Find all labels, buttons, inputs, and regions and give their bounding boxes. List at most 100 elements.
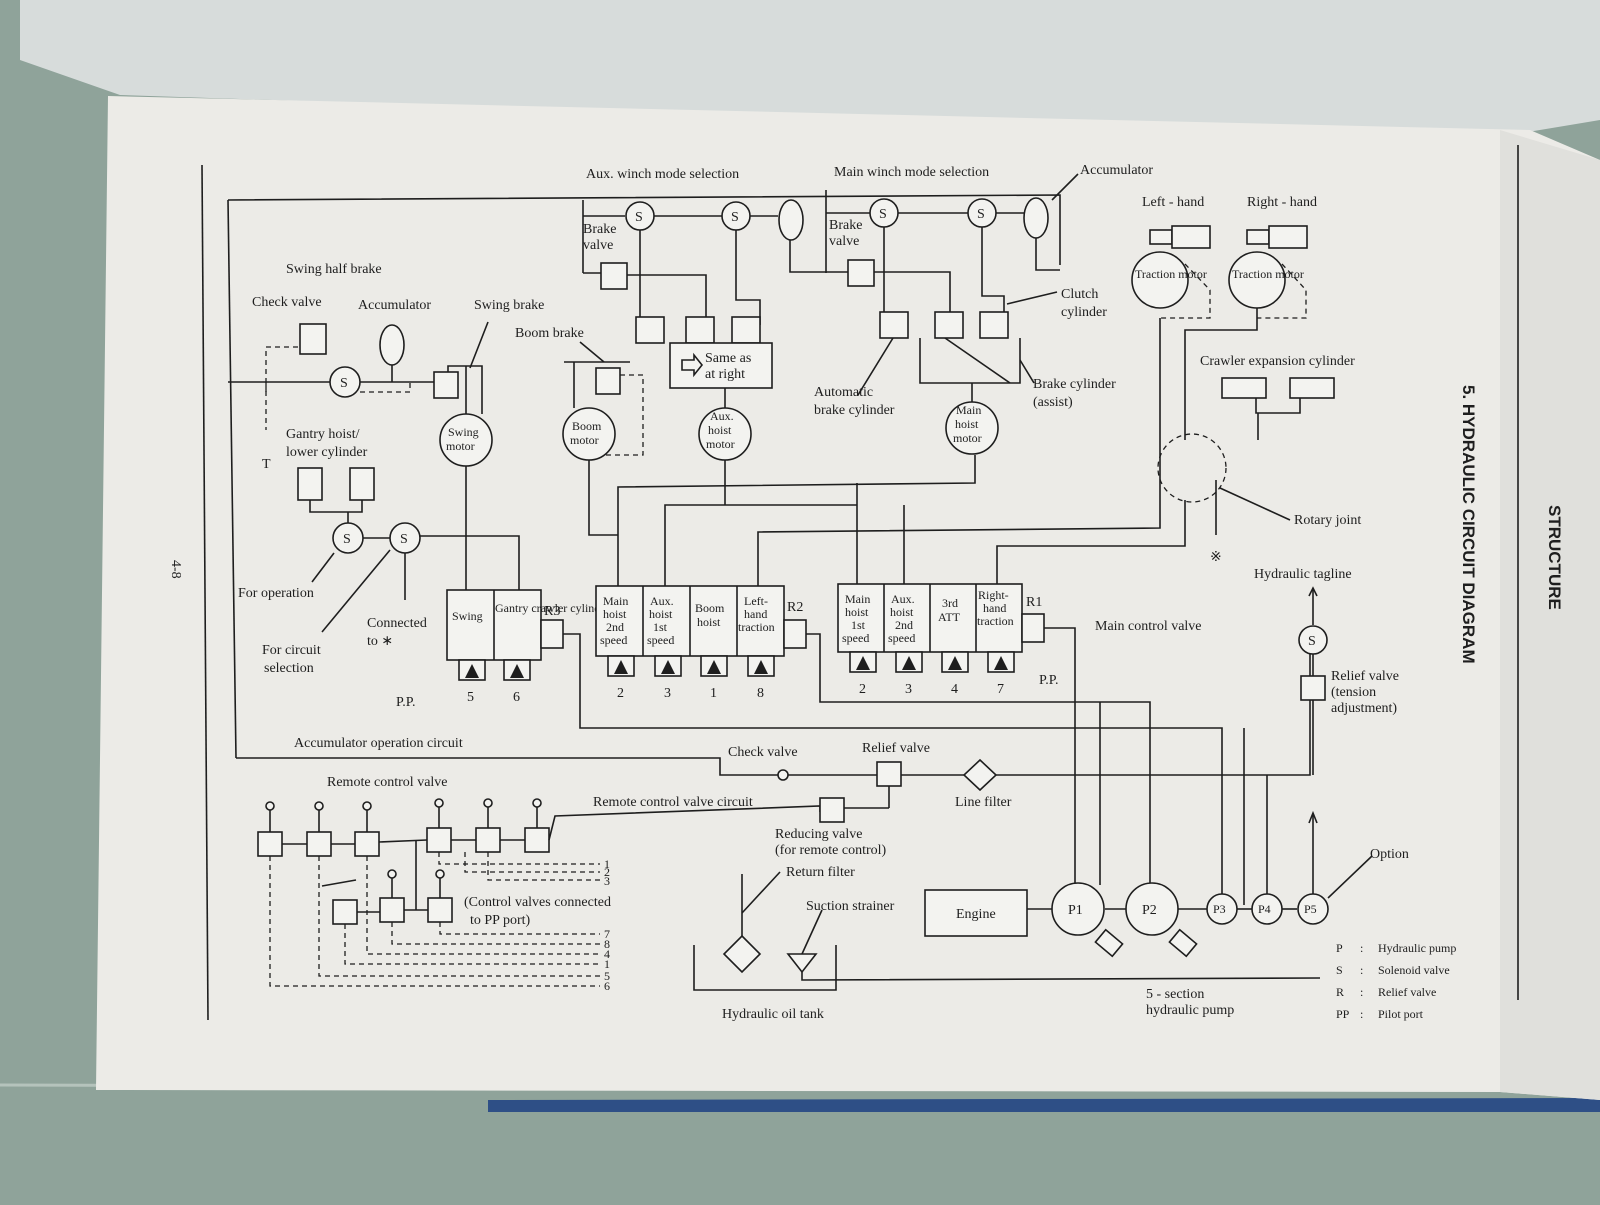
remote-valve [524,827,550,853]
hydraulic-tagline-label: Hydraulic tagline [1254,567,1352,582]
aux-winch-label: Aux. winch mode selection [586,167,739,182]
left-rule [201,164,209,1021]
legend-desc: Relief valve [1378,985,1436,999]
rc-output-number: 8 [604,937,610,951]
for-operation-leader [311,552,335,583]
top-pipe [227,194,1061,265]
pump-regulator [1094,928,1124,958]
relief-valve-r2 [783,619,807,649]
relief-label-r2: R2 [787,600,803,615]
aux-bus [664,504,857,590]
aux-acc-to-main [789,240,826,273]
cylinder-block [979,311,1009,339]
relief-valve-label: Relief valve [862,741,930,756]
rc-out-1 [438,852,600,865]
check-valve-pilot [265,346,306,392]
svg-text::: : [1360,985,1363,999]
crawler-link [1255,398,1301,414]
check-valve-label: Check valve [252,295,322,310]
rc-out-3 [487,852,600,881]
engine-label: Engine [956,907,996,922]
crawler-cylinder [1221,377,1267,399]
pilot-triangle-icon [614,660,628,674]
rc-lever-knob [532,798,542,808]
remote-control-valve-label: Remote control valve [327,775,448,790]
asterisk-label: ※ [1210,550,1222,565]
reducing-valve-box [819,797,845,823]
swing-brake-link [447,365,483,414]
traction-brake-left [1149,229,1173,245]
rc-lever-knob [362,801,372,811]
brake-cylinder-assist-label: Brake cylinder(assist) [1033,377,1116,410]
pilot-triangle-icon [856,656,870,670]
swing-brake-label: Swing brake [474,298,544,313]
rc-out-6 [269,856,600,987]
rc-output-number: 3 [604,874,610,888]
rc-output-number: 1 [604,857,610,871]
swing-pilot-dash [360,382,411,393]
traction-motor-left [1131,251,1189,309]
right-traction-pipe [996,500,1186,590]
traction-brake-right [1246,229,1270,245]
right-traction-link [1184,308,1258,440]
swing-accumulator [379,324,405,366]
port-number: 6 [513,690,520,705]
left-traction-pipe [757,318,1161,590]
rotary-leader [1219,487,1291,521]
suction-strainer-label: Suction strainer [806,899,895,914]
pp-label-left: P.P. [396,695,415,710]
pump-label: P3 [1213,902,1226,916]
left-pipe [227,199,237,759]
left-hand-label: Left - hand [1142,195,1204,210]
r1-to-p1 [1044,627,1076,885]
tension-relief-box [1300,675,1326,701]
rc-lever-knob [435,869,445,879]
remote-control-circuit-label: Remote control valve circuit [593,795,753,810]
brake-assist-diag [944,337,1011,384]
check-valve-box [299,323,327,355]
rc-out-2 [464,852,600,873]
traction-motor-label: Traction motor [1135,267,1207,281]
legend-key: P [1336,941,1343,955]
rc-output-number: 5 [604,969,610,983]
section-header: STRUCTURE [1545,505,1564,610]
rc-lever-knob [387,869,397,879]
assist-leader [1019,359,1035,384]
for-circuit-leader [321,549,391,633]
arrow-right-icon [681,352,704,378]
legend-key: PP [1336,1007,1350,1021]
svg-text::: : [1360,1007,1363,1021]
arrow-up-icon [1308,810,1318,824]
main-winch-label: Main winch mode selection [834,165,989,180]
legend-desc: Solenoid valve [1378,963,1450,977]
engine-box [924,889,1028,937]
rc-output-number: 2 [604,865,610,879]
valve-section-label: Swing [452,609,483,623]
rc-output-number: 7 [604,927,610,941]
pump-regulator [1168,928,1198,958]
boom-brake-label: Boom brake [515,326,584,341]
swing-brake-cylinder [433,371,459,399]
cylinder-block [879,311,909,339]
main-acc-down [1035,238,1060,271]
rc-output-number: 4 [604,947,610,961]
r3-to-p3 [563,633,1223,905]
svg-text:S: S [400,532,408,547]
section-title: 5. HYDRAULIC CIRCUIT DIAGRAM [1459,385,1478,664]
crawler-cylinder [1289,377,1335,399]
boom-brake-cylinder [595,367,621,395]
pilot-triangle-icon [994,656,1008,670]
main-bv-out [874,271,951,318]
